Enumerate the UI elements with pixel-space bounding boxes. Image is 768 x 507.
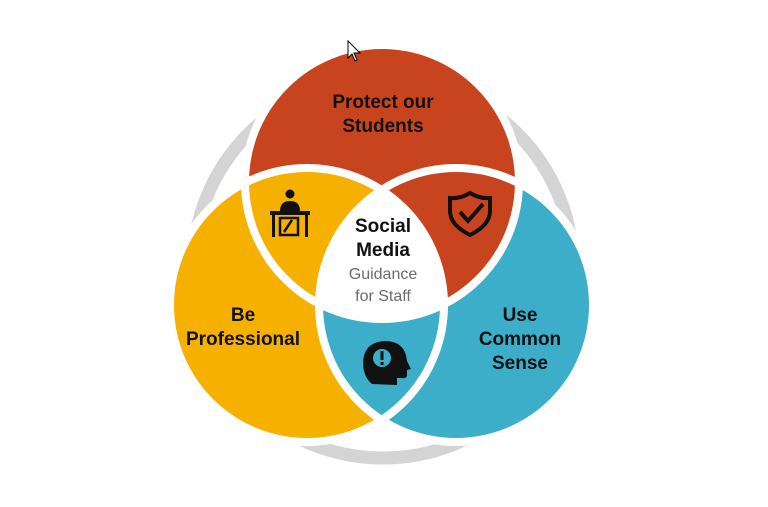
person-at-desk-icon	[270, 189, 310, 237]
petal-title-line1: Be	[231, 305, 255, 326]
petal-title-line2: Common	[479, 329, 561, 350]
center-subtitle-line2: for Staff	[355, 288, 411, 305]
shield-check-icon	[448, 190, 492, 238]
petal-title-line2: Professional	[186, 329, 300, 350]
head-exclamation-icon	[363, 341, 411, 385]
petal-title-line1: Use	[503, 305, 538, 326]
petal-title-line2: Students	[342, 116, 423, 137]
center-subtitle-line1: Guidance	[349, 266, 418, 283]
center-title-line1: Social	[355, 216, 411, 237]
petal-title-line1: Protect our	[332, 92, 434, 113]
center-region	[319, 168, 444, 319]
petal-title-line3: Sense	[492, 353, 548, 374]
mouse-cursor-icon	[347, 39, 362, 62]
center-title-line2: Media	[356, 240, 410, 261]
